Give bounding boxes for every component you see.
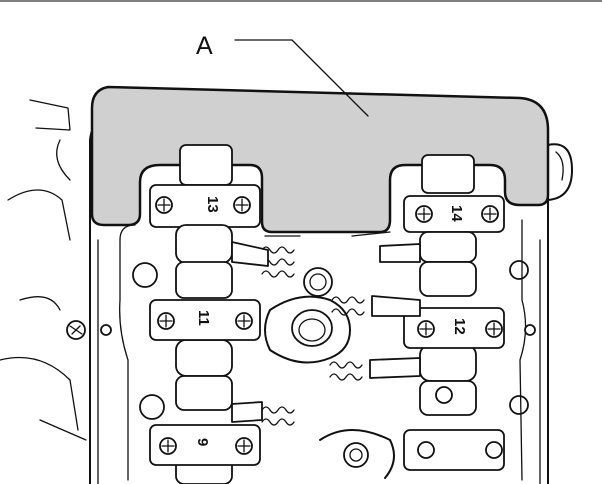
left-camshaft (132, 224, 233, 484)
callout-label: A (196, 32, 213, 60)
cap-label-9: 9 (194, 438, 211, 446)
camshaft-bearing-cap-9 (149, 424, 505, 471)
cap-label-13: 13 (204, 196, 221, 213)
camshaft-locking-tool (90, 85, 550, 234)
spark-plug-well (264, 267, 453, 479)
cap-label-14: 14 (448, 205, 465, 222)
camshaft-bearing-cap-12 (403, 307, 505, 349)
camshaft-bearing-cap-13 (149, 144, 261, 228)
camshaft-bearing-cap-11 (149, 299, 261, 341)
cap-label-12: 12 (451, 318, 468, 335)
cap-label-11: 11 (195, 310, 212, 326)
camshaft-bearing-cap-14 (403, 154, 505, 233)
cylinder-head-inner-edges (100, 219, 536, 481)
valve-springs (231, 241, 421, 426)
callout-leader (234, 39, 369, 117)
